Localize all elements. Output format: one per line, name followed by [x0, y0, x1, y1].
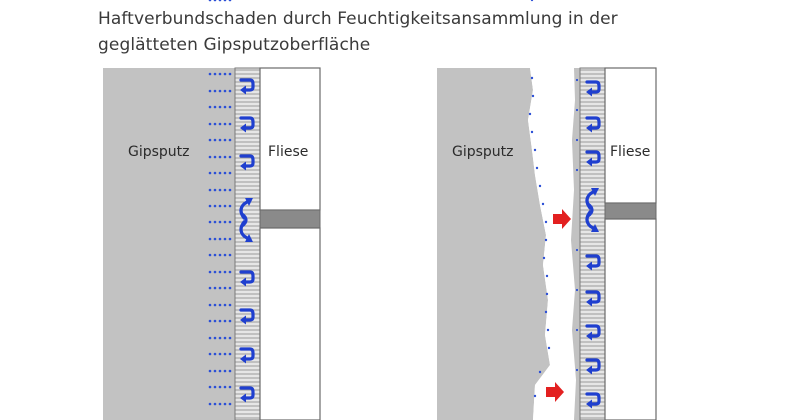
diagram-title: Haftverbundschaden durch Feuchtigkeitsan… [98, 6, 738, 58]
plaster-label: Gipsputz [128, 144, 190, 160]
tile-upper [604, 67, 657, 204]
moisture-dots [528, 0, 579, 398]
tile-joint [259, 209, 321, 229]
tile-upper [259, 67, 321, 211]
plaster-skin [571, 68, 580, 420]
right-panel: Gipsputz Fliese [437, 0, 657, 420]
gap-fill [528, 68, 578, 420]
adhesive-layer [579, 67, 606, 420]
moisture-dots [208, 0, 232, 406]
title-line-2: geglätteten Gipsputzoberfläche [98, 35, 371, 55]
left-panel: Gipsputz Fliese [103, 0, 321, 420]
plaster-layer [103, 68, 235, 420]
tile-lower [604, 218, 657, 420]
tile-label: Fliese [610, 144, 650, 160]
tile-label: Fliese [268, 144, 308, 160]
tile-lower [259, 227, 321, 420]
plaster-label: Gipsputz [452, 144, 514, 160]
plaster-layer-damaged [437, 68, 550, 420]
damage-arrow-icon [546, 382, 564, 402]
title-line-1: Haftverbundschaden durch Feuchtigkeitsan… [98, 9, 618, 29]
adhesive-layer [234, 67, 261, 420]
tile-joint [604, 202, 657, 220]
damage-arrow-icon [553, 209, 571, 229]
